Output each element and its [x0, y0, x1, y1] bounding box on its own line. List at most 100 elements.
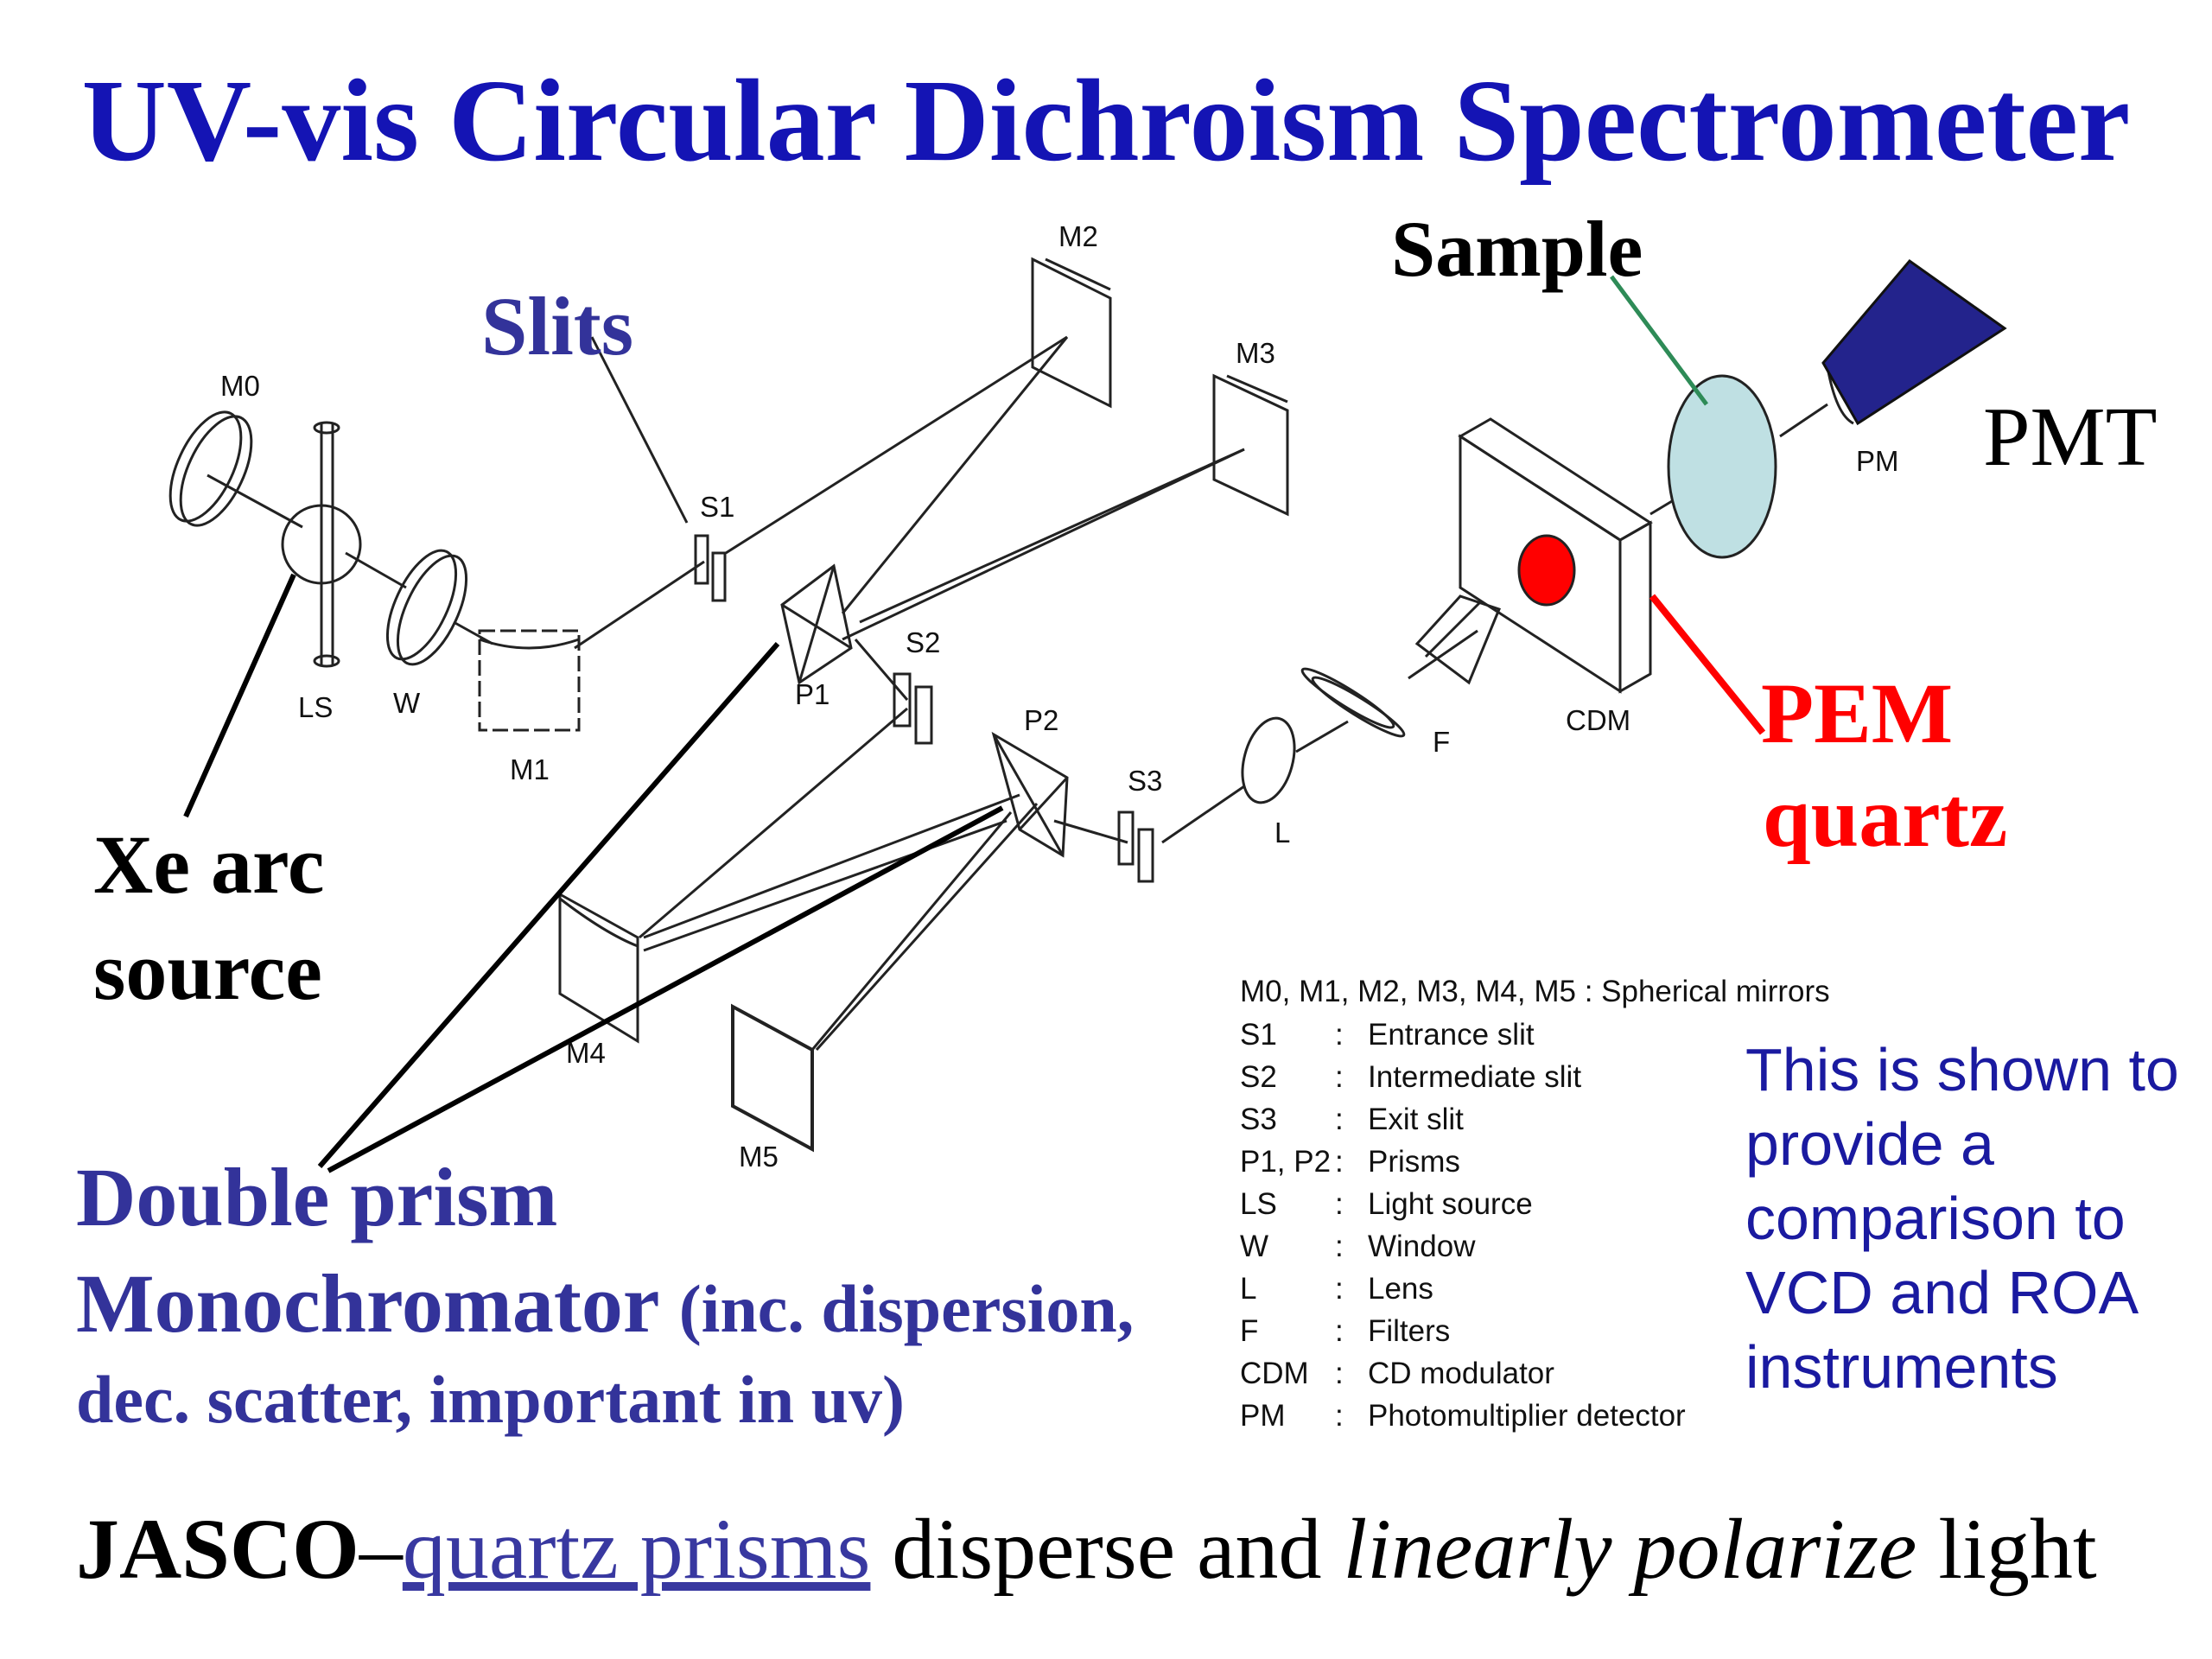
- pm-label: PM: [1856, 445, 1899, 477]
- beam-s3-l: [1161, 785, 1245, 844]
- legend-symbol: S2: [1240, 1060, 1277, 1094]
- footer-end: light: [1916, 1501, 2097, 1597]
- legend-row: S2:Intermediate slit: [1240, 1060, 1581, 1095]
- beam-m4-p2b: [643, 819, 1007, 952]
- w-window: [385, 549, 458, 661]
- m0-label: M0: [220, 370, 260, 402]
- m4-label: M4: [566, 1037, 606, 1069]
- pmt-label: PMT: [1983, 391, 2158, 484]
- legend-header: M0, M1, M2, M3, M4, M5 : Spherical mirro…: [1240, 975, 1830, 1008]
- monochromator-paren-2: dec. scatter, important in uv): [76, 1362, 906, 1437]
- cdm-label: CDM: [1566, 704, 1630, 736]
- legend-symbol: PM: [1240, 1399, 1286, 1433]
- beam-w-m1: [453, 620, 493, 645]
- s2-label: S2: [906, 626, 940, 658]
- legend-colon: :: [1335, 1145, 1344, 1179]
- beam-p2-m5: [810, 811, 1013, 1051]
- m5-label: M5: [739, 1141, 779, 1173]
- m2-mirror: [1031, 257, 1112, 409]
- legend-row: S3: Exit slit: [1240, 1103, 1464, 1137]
- legend-row: F:Filters: [1240, 1314, 1450, 1349]
- legend-symbol: CDM: [1240, 1357, 1309, 1390]
- page-title: UV-vis Circular Dichroism Spectrometer: [81, 56, 2131, 186]
- beam-f-cdm: [1408, 629, 1478, 680]
- beam-l-f: [1295, 720, 1349, 753]
- legend-colon: :: [1335, 1103, 1344, 1136]
- beam-p2-s3: [1053, 819, 1128, 844]
- legend-colon: :: [1335, 1187, 1344, 1221]
- legend-row: PM: Photomultiplier detector: [1240, 1399, 1686, 1433]
- footer-brand: JASCO: [76, 1501, 359, 1597]
- s1-slit: [694, 534, 727, 602]
- s2-slit: [893, 672, 933, 745]
- monochromator-pointer-a: [317, 642, 780, 1168]
- legend-colon: :: [1335, 1399, 1344, 1433]
- footer-dash: –: [359, 1501, 403, 1597]
- legend-description: Photomultiplier detector: [1368, 1399, 1686, 1433]
- legend-row: W: Window: [1240, 1230, 1475, 1264]
- monochromator-pointer-b: [327, 805, 1004, 1173]
- legend-colon: :: [1335, 1230, 1344, 1263]
- s3-slit: [1117, 810, 1154, 883]
- m3-label: M3: [1236, 337, 1275, 369]
- ls-label: LS: [298, 691, 333, 723]
- legend-description: Prisms: [1368, 1145, 1460, 1179]
- m1-label: M1: [510, 753, 550, 785]
- legend-row: S1:Entrance slit: [1240, 1018, 1535, 1052]
- legend-symbol: W: [1240, 1230, 1269, 1263]
- f-label: F: [1433, 726, 1450, 758]
- m4-mirror: [558, 892, 639, 1044]
- beam-p1-m3: [859, 448, 1245, 624]
- legend-symbol: L: [1240, 1272, 1257, 1306]
- s1-label: S1: [700, 491, 734, 523]
- m0-mirror: [168, 410, 243, 523]
- legend-symbol: LS: [1240, 1187, 1277, 1221]
- p1-label: P1: [795, 678, 830, 710]
- legend-row: L:Lens: [1240, 1272, 1433, 1306]
- xe-arc-label: Xe arc: [93, 818, 325, 911]
- legend-description: Window: [1368, 1230, 1476, 1263]
- slits-pointer: [590, 336, 689, 524]
- beam-m0-ls: [207, 474, 303, 529]
- legend-description: Intermediate slit: [1368, 1060, 1582, 1094]
- pem-quartz-label: quartz: [1763, 769, 2008, 865]
- beam-m3-p1: [842, 448, 1245, 641]
- beam-sample-pm: [1779, 403, 1828, 438]
- monochromator-label-1: Double prism: [76, 1151, 558, 1243]
- legend-description: Light source: [1368, 1187, 1533, 1221]
- quartz-prisms-link[interactable]: quartz prisms: [402, 1501, 871, 1597]
- monochromator-paren-1: (inc. dispersion,: [678, 1271, 1135, 1346]
- m5-mirror: [731, 1003, 814, 1153]
- legend-description: Lens: [1368, 1272, 1433, 1306]
- legend-row: P1, P2:Prisms: [1240, 1145, 1460, 1179]
- slits-label: Slits: [481, 280, 634, 372]
- pem-label: PEM: [1761, 665, 1954, 761]
- legend-description: Exit slit: [1368, 1103, 1464, 1136]
- beam-m1-s1: [574, 560, 705, 650]
- legend-symbol: S3: [1240, 1103, 1277, 1136]
- cdm-polarizer: [1414, 594, 1501, 685]
- ls-lamp: [281, 421, 362, 668]
- beam-m4-p2a: [643, 793, 1020, 939]
- pmt-detector: [1821, 258, 2007, 426]
- xe-source-label: source: [93, 925, 322, 1017]
- legend-description: Filters: [1368, 1314, 1451, 1348]
- legend-colon: :: [1335, 1314, 1344, 1348]
- beam-m5-p2: [815, 802, 1039, 1052]
- p2-prism: [991, 731, 1069, 858]
- sample-pointer: [1609, 275, 1709, 406]
- legend-description: Entrance slit: [1368, 1018, 1535, 1052]
- w-label: W: [393, 687, 421, 719]
- legend-colon: :: [1335, 1018, 1344, 1052]
- legend-description: CD modulator: [1368, 1357, 1554, 1390]
- pem-pointer: [1649, 594, 1766, 735]
- legend-row: LS: Light source: [1240, 1187, 1533, 1222]
- footer-caption: JASCO–quartz prisms disperse and linearl…: [76, 1499, 2097, 1599]
- m3-mirror: [1212, 373, 1289, 517]
- xe-pointer: [183, 573, 296, 818]
- beam-s1-m2: [725, 335, 1068, 555]
- l-label: L: [1274, 817, 1290, 849]
- footer-italic: linearly polarize: [1343, 1501, 1917, 1597]
- footer-middle: disperse and: [870, 1501, 1344, 1597]
